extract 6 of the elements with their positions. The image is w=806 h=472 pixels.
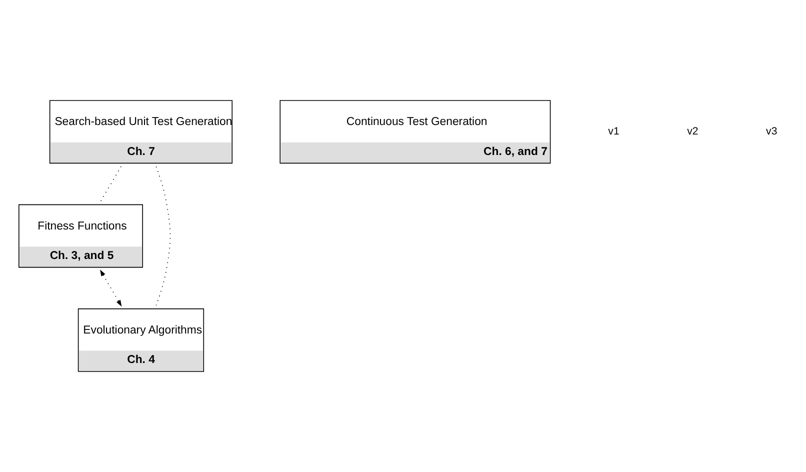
label: v2 (687, 126, 698, 138)
connector (156, 166, 171, 306)
label: v1 (608, 126, 620, 138)
arrow (100, 270, 122, 307)
connector (100, 166, 122, 202)
label: v3 (766, 126, 778, 138)
